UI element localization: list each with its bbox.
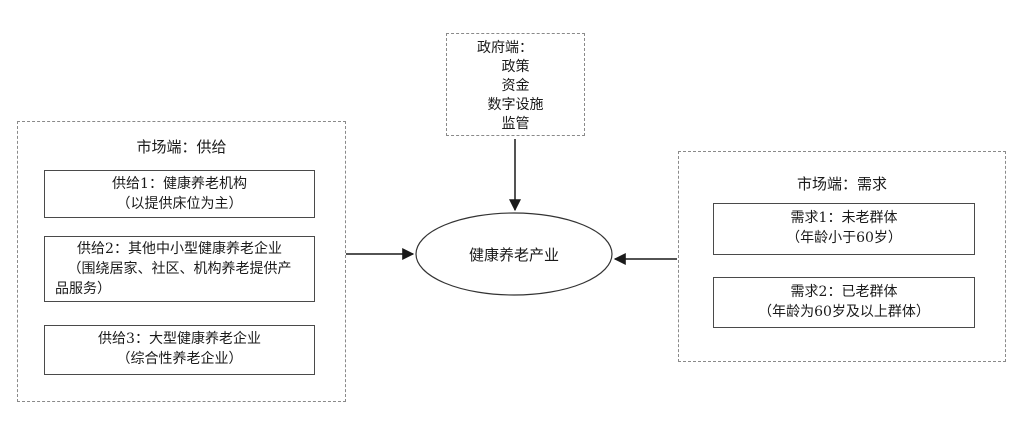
supply-box-1: 供给1：健康养老机构 （以提供床位为主） bbox=[44, 170, 315, 218]
government-title: 政府端： bbox=[477, 40, 533, 56]
government-item-policy: 政策 bbox=[501, 59, 530, 75]
government-item-funding: 资金 bbox=[501, 78, 530, 94]
demand-box-1-note: （年龄小于60岁） bbox=[786, 230, 902, 246]
supply-box-2-note: （围绕居家、社区、机构养老提供产 bbox=[67, 261, 292, 277]
center-label: 健康养老产业 bbox=[468, 246, 559, 264]
supply-box-3: 供给3：大型健康养老企业 （综合性养老企业） bbox=[44, 325, 315, 375]
demand-box-1: 需求1：未老群体 （年龄小于60岁） bbox=[713, 203, 975, 255]
supply-container bbox=[17, 121, 346, 402]
supply-box-2: 供给2：其他中小型健康养老企业 （围绕居家、社区、机构养老提供产 品服务） bbox=[44, 236, 315, 302]
demand-box-1-title: 需求1：未老群体 bbox=[790, 210, 898, 226]
demand-container bbox=[678, 151, 1006, 362]
supply-box-2-title: 供给2：其他中小型健康养老企业 bbox=[77, 241, 282, 257]
demand-box-2-title: 需求2：已老群体 bbox=[790, 284, 898, 300]
supply-box-3-title: 供给3：大型健康养老企业 bbox=[98, 331, 261, 347]
government-item-digital-facilities: 数字设施 bbox=[487, 97, 544, 113]
supply-title: 市场端：供给 bbox=[136, 138, 227, 156]
center-ellipse bbox=[415, 212, 613, 296]
government-item-supervision: 监管 bbox=[501, 116, 530, 132]
supply-box-3-note: （综合性养老企业） bbox=[116, 351, 243, 367]
supply-box-2-note-cont: 品服务） bbox=[55, 281, 111, 297]
demand-title: 市场端：需求 bbox=[796, 175, 887, 193]
demand-box-2: 需求2：已老群体 （年龄为60岁及以上群体） bbox=[713, 277, 975, 328]
government-box: 政府端： 政策 资金 数字设施 监管 bbox=[446, 33, 585, 136]
demand-box-2-note: （年龄为60岁及以上群体） bbox=[758, 304, 930, 320]
supply-box-1-note: （以提供床位为主） bbox=[116, 196, 243, 212]
supply-box-1-title: 供给1：健康养老机构 bbox=[112, 176, 247, 192]
